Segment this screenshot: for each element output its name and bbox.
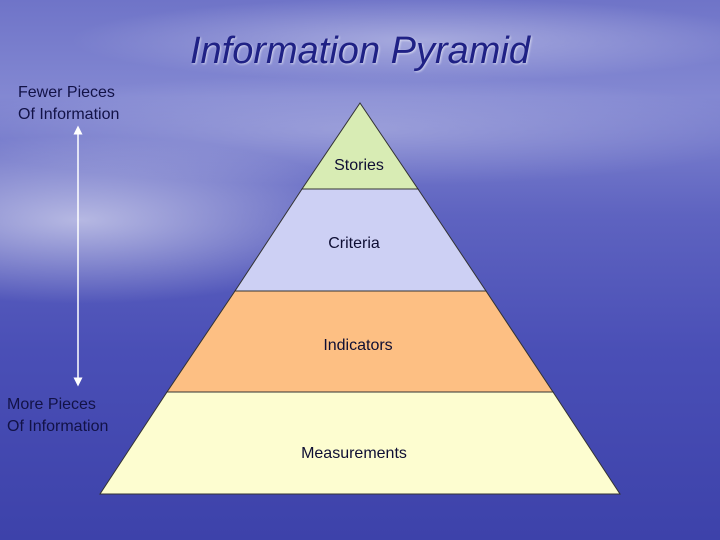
fewer-pieces-label: Fewer Pieces Of Information: [18, 82, 119, 126]
more-pieces-line-2: Of Information: [7, 418, 109, 435]
tier-stories-label: Stories: [334, 157, 384, 174]
fewer-pieces-line-2: Of Information: [18, 106, 120, 123]
tier-stories: [301, 102, 419, 190]
tier-measurements-label: Measurements: [301, 445, 407, 462]
slide-title: Information Pyramid: [189, 30, 530, 72]
more-pieces-label: More Pieces Of Information: [7, 394, 108, 438]
tier-criteria-label: Criteria: [328, 235, 380, 252]
more-pieces-line-1: More Pieces: [7, 396, 96, 413]
tier-measurements: [99, 391, 621, 495]
fewer-pieces-line-1: Fewer Pieces: [18, 84, 115, 101]
tier-indicators-label: Indicators: [323, 337, 392, 354]
